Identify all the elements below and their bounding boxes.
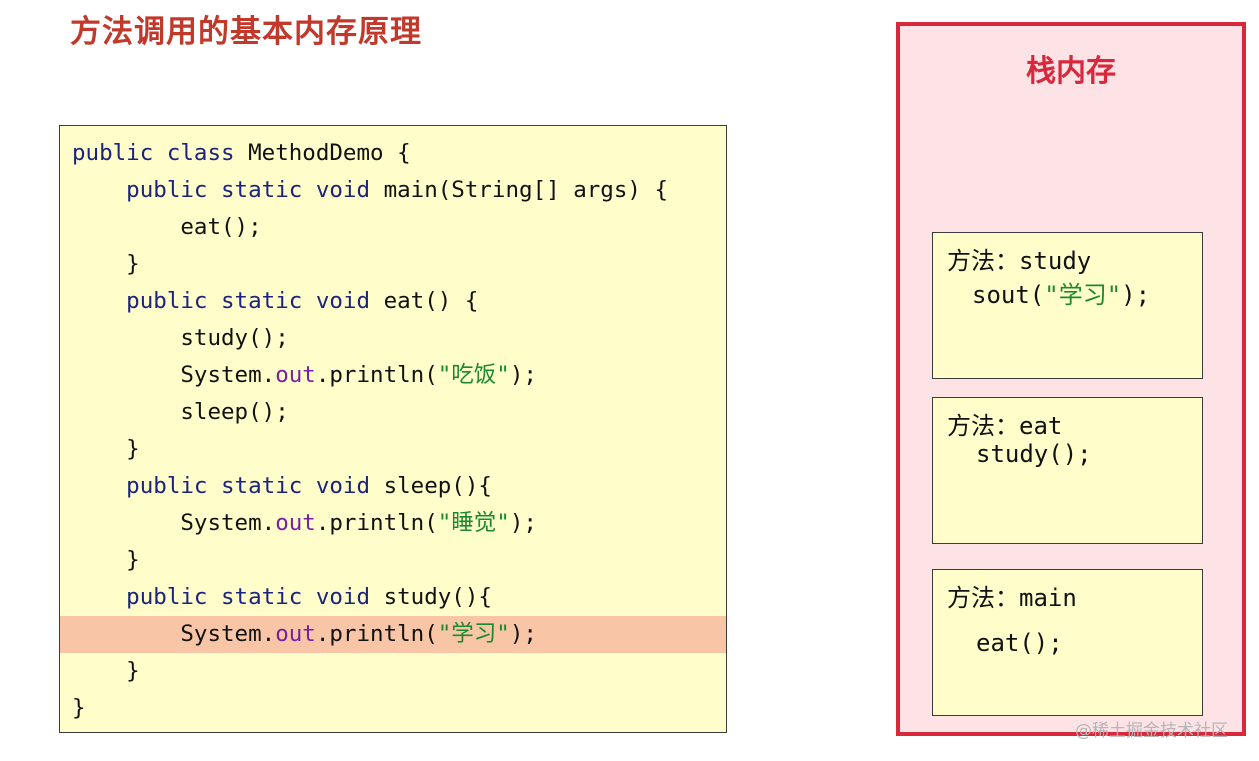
frame-body: eat(); (976, 629, 1063, 657)
stack-memory-title: 栈内存 (1026, 54, 1116, 89)
frame-body: study(); (976, 440, 1092, 468)
frame-code-token: ); (1121, 281, 1151, 309)
code-line: public static void main(String[] args) { (60, 172, 726, 209)
code-line: public static void study(){ (60, 579, 726, 616)
code-line: public static void eat() { (60, 283, 726, 320)
code-line: } (60, 246, 726, 283)
code-line: eat(); (60, 209, 726, 246)
code-token: eat() { (383, 287, 479, 314)
code-token: out (275, 509, 316, 536)
code-token: ); (509, 361, 537, 388)
code-token: study(){ (383, 583, 492, 610)
code-token: public static void (72, 287, 384, 314)
code-token: } (72, 546, 140, 573)
watermark: @稀土掘金技术社区 (1075, 721, 1228, 741)
code-token: "睡觉" (437, 509, 510, 536)
code-token: ); (509, 620, 537, 647)
code-line: System.out.println("吃饭"); (60, 357, 726, 394)
code-line: public class MethodDemo { (60, 135, 726, 172)
code-line: public static void sleep(){ (60, 468, 726, 505)
frame-code-token: "学习" (1044, 281, 1122, 309)
code-token: .println( (315, 620, 438, 647)
code-token: public static void (72, 176, 384, 203)
code-line: sleep(); (60, 394, 726, 431)
code-line: } (60, 690, 726, 727)
code-token: System. (72, 509, 276, 536)
code-line: } (60, 542, 726, 579)
code-token: } (72, 694, 86, 721)
code-line: } (60, 653, 726, 690)
code-token: public class (72, 139, 249, 166)
frame-header: 方法：main (947, 584, 1077, 612)
code-token: } (72, 435, 140, 462)
slide-title: 方法调用的基本内存原理 (70, 14, 422, 50)
code-token: } (72, 250, 140, 277)
code-token: System. (72, 620, 276, 647)
code-token: ); (509, 509, 537, 536)
frame-code-token: study(); (976, 440, 1092, 468)
code-token: out (275, 361, 316, 388)
frame-header: 方法：study (947, 247, 1092, 275)
frame-code-token: eat(); (976, 629, 1063, 657)
code-token: "吃饭" (437, 361, 510, 388)
code-token: sleep(); (72, 398, 289, 425)
code-token: sleep(){ (383, 472, 492, 499)
code-token: MethodDemo { (248, 139, 411, 166)
frame-code-token: sout( (972, 281, 1045, 309)
code-token: public static void (72, 583, 384, 610)
code-panel: public class MethodDemo { public static … (59, 125, 727, 733)
code-token: out (275, 620, 316, 647)
code-token: "学习" (437, 620, 510, 647)
highlighted-code-line: System.out.println("学习"); (60, 615, 726, 653)
code-token: eat(); (72, 213, 262, 240)
stack-frame-study: 方法：study sout("学习"); (932, 232, 1203, 379)
frame-header: 方法：eat (947, 412, 1063, 440)
code-token: System. (72, 361, 276, 388)
code-token: } (72, 657, 140, 684)
stack-frame-main: 方法：main eat(); (932, 569, 1203, 716)
code-line: } (60, 431, 726, 468)
code-token: study(); (72, 324, 289, 351)
code-token: public static void (72, 472, 384, 499)
frame-body: sout("学习"); (972, 275, 1150, 310)
code-line: System.out.println("睡觉"); (60, 505, 726, 542)
stack-frame-eat: 方法：eat study(); (932, 397, 1203, 544)
code-token: .println( (315, 361, 438, 388)
code-token: main(String[] args) { (383, 176, 669, 203)
code-token: .println( (315, 509, 438, 536)
code-line: study(); (60, 320, 726, 357)
